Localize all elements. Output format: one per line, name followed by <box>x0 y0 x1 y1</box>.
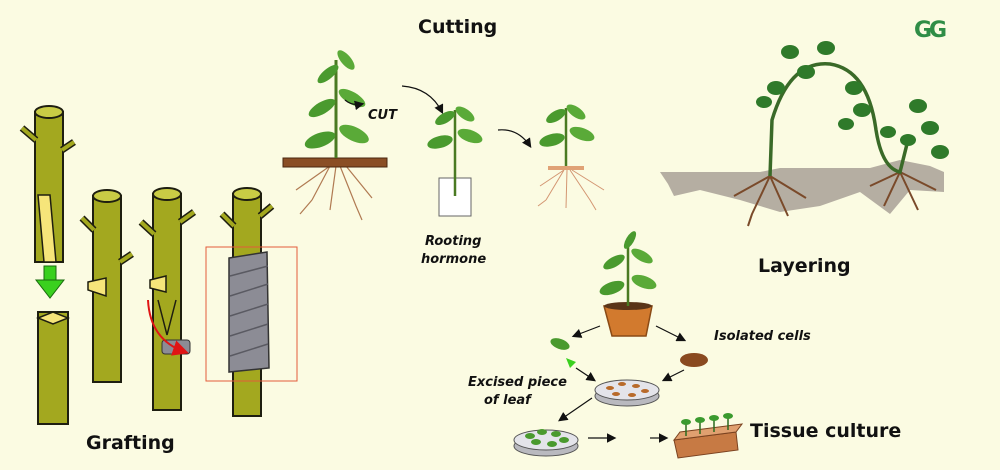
cutting-arrow-2 <box>497 129 532 148</box>
isolated-cells-blob <box>680 353 708 367</box>
label-excised-2: of leaf <box>484 393 531 408</box>
soil-line <box>282 157 388 168</box>
rootstock-stem <box>35 311 71 425</box>
title-layering: Layering <box>758 255 851 277</box>
title-tissue-culture: Tissue culture <box>750 420 902 442</box>
grafting-section <box>19 105 298 425</box>
graft-stem-step-3 <box>138 187 197 411</box>
bent-stem <box>768 62 910 177</box>
layering-leaves <box>756 41 949 159</box>
arrow-leaf-to-dish <box>575 367 596 382</box>
arrow-dish-to-plantlets <box>558 397 593 422</box>
graft-stem-step-4 <box>219 187 275 417</box>
scion-stem <box>19 105 76 263</box>
potted-plant <box>599 231 657 337</box>
mother-plant-roots <box>295 165 373 221</box>
title-cutting: Cutting <box>418 16 498 38</box>
layering-section <box>660 41 949 227</box>
label-rooting-hormone-1: Rooting <box>425 234 482 249</box>
label-isolated-cells: Isolated cells <box>714 329 811 344</box>
arrow-to-cells <box>655 325 687 342</box>
leaf-piece <box>550 338 570 350</box>
petri-dish-plantlets <box>513 429 579 457</box>
seedling-tray <box>672 413 744 459</box>
arrow-cells-to-dish <box>661 369 685 382</box>
tissue-culture-section <box>513 231 744 459</box>
rooted-cutting <box>537 104 605 211</box>
cutting-in-jar <box>427 106 483 217</box>
label-rooting-hormone-2: hormone <box>421 252 487 267</box>
soil-mound <box>660 160 944 214</box>
arrow-to-leaf <box>571 325 601 338</box>
graft-stem-step-2 <box>79 189 134 383</box>
graft-highlight-box <box>205 246 298 382</box>
cutting-section <box>282 50 605 221</box>
excised-leaf-fragment <box>566 358 576 368</box>
green-down-arrow <box>34 265 66 299</box>
title-grafting: Grafting <box>86 432 175 454</box>
cut-arrow <box>344 99 365 111</box>
label-cut: CUT <box>368 108 397 123</box>
layering-roots <box>733 171 937 227</box>
brand-logo-icon: GG <box>914 18 947 43</box>
mother-plant <box>304 50 369 158</box>
cutting-arrow-1 <box>401 85 444 115</box>
petri-dish-callus <box>594 379 660 407</box>
label-excised-1: Excised piece <box>468 375 567 390</box>
